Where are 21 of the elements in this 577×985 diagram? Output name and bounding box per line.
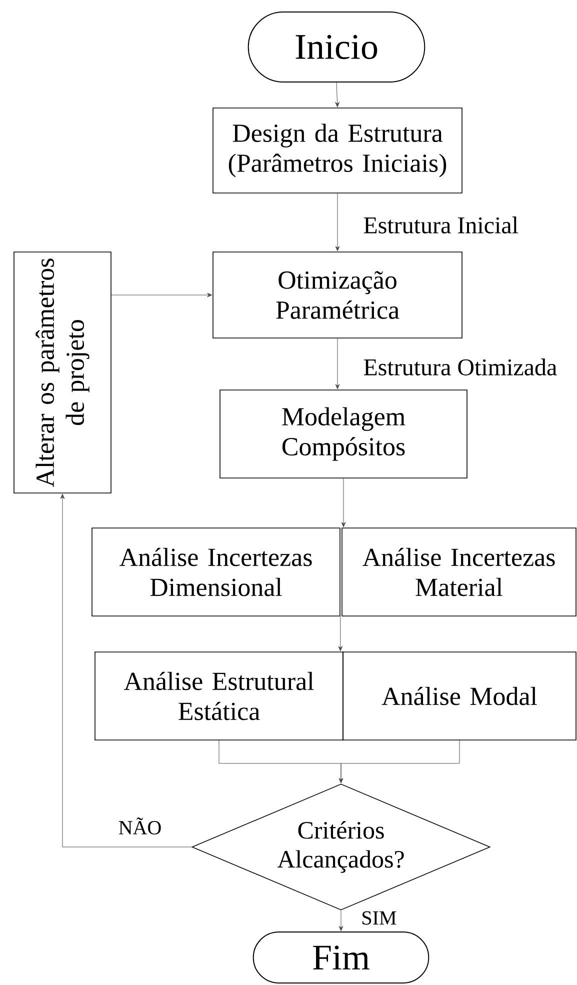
arrow [335,338,340,390]
arrow [60,494,192,848]
arrow [335,193,340,252]
edge-label: Estrutura Otimizada [362,358,558,376]
process-box: Análise Incertezas Dimensional [92,528,340,616]
arrow [111,292,212,298]
process-box: Design da Estrutura (Parâmetros Iniciais) [212,108,462,194]
process-box: Análise Incertezas Material [342,528,576,616]
process-box: Alterar os parâmetros de projeto [14,252,112,494]
process-box: Modelagem Compósitos [220,390,468,478]
arrow [338,910,344,932]
process-box: Análise Modal [342,652,576,740]
process-box: Análise Estrutural Estática [94,652,344,740]
arrow [338,616,343,652]
edge-label: NÃO [117,816,163,836]
process-box: Otimização Paramétrica [212,252,462,338]
edge-label: Estrutura Inicial [362,216,520,234]
arrow [335,82,340,108]
arrow [338,740,460,784]
edge-label: SIM [360,910,398,926]
arrow [341,478,346,528]
